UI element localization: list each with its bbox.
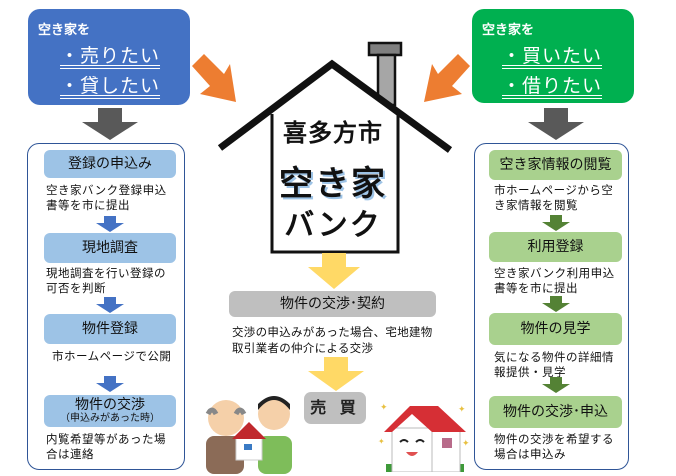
svg-text:✦: ✦ bbox=[458, 405, 466, 415]
seller-step-1: 登録の申込み bbox=[44, 150, 176, 178]
seller-step-4-subtitle: （申込みがあった時） bbox=[60, 413, 160, 424]
seller-step-3-title: 物件登録 bbox=[82, 321, 138, 337]
svg-text:✦: ✦ bbox=[378, 437, 385, 446]
svg-text:✦: ✦ bbox=[380, 403, 388, 413]
blue-down-arrow-icon bbox=[96, 376, 124, 392]
orange-arrow-icon bbox=[424, 54, 470, 102]
blue-down-arrow-icon bbox=[96, 216, 124, 232]
yellow-down-arrow-icon bbox=[308, 253, 360, 289]
buyer-step-4: 物件の交渉･申込 bbox=[489, 396, 622, 428]
seller-callout: 空き家を ・売りたい ・貸したい bbox=[28, 9, 190, 105]
buyer-callout-lead: 空き家を bbox=[482, 23, 535, 38]
buyer-step-1-desc: 市ホームページから空き家情報を閲覧 bbox=[494, 183, 614, 212]
seller-callout-lead: 空き家を bbox=[38, 23, 91, 38]
gray-down-arrow-icon bbox=[82, 108, 138, 140]
seller-step-3: 物件登録 bbox=[44, 314, 176, 344]
yellow-down-arrow-icon bbox=[308, 357, 364, 391]
buyer-step-2-title: 利用登録 bbox=[527, 239, 584, 255]
seller-step-3-desc: 市ホームページで公開 bbox=[52, 349, 172, 363]
people-handover-illustration bbox=[205, 396, 292, 474]
orange-arrow-icon bbox=[192, 54, 236, 102]
green-down-arrow-icon bbox=[542, 215, 570, 231]
buyer-step-3-title: 物件の見学 bbox=[520, 321, 591, 337]
center-step-negotiation: 物件の交渉･契約 bbox=[229, 291, 436, 317]
buyer-option-buy: ・買いたい bbox=[502, 45, 603, 67]
blue-down-arrow-icon bbox=[96, 297, 124, 313]
buyer-step-2-desc: 空き家バンク利用申込書等を市に提出 bbox=[494, 266, 615, 295]
gray-down-arrow-icon bbox=[528, 108, 584, 140]
city-name: 喜多方市 bbox=[283, 119, 383, 147]
seller-option-lend: ・貸したい bbox=[60, 75, 161, 97]
seller-step-2-desc: 現地調査を行い登録の可否を判断 bbox=[46, 266, 166, 295]
green-down-arrow-icon bbox=[542, 377, 570, 393]
house-outline-icon bbox=[217, 41, 452, 254]
buyer-step-1-title: 空き家情報の閲覧 bbox=[499, 157, 612, 173]
seller-step-1-desc: 空き家バンク登録申込書等を市に提出 bbox=[46, 183, 167, 212]
buyer-step-1: 空き家情報の閲覧 bbox=[489, 150, 622, 180]
sale-label: 売 買 bbox=[304, 392, 366, 424]
buyer-step-4-desc: 物件の交渉を希望する場合は申込み bbox=[494, 432, 614, 461]
buyer-option-rent: ・借りたい bbox=[502, 75, 603, 97]
seller-option-sell: ・売りたい bbox=[60, 45, 161, 67]
buyer-step-4-title: 物件の交渉･申込 bbox=[503, 404, 608, 420]
seller-step-4-title: 物件の交渉 bbox=[75, 397, 145, 413]
center-title-bank: バンク bbox=[284, 208, 382, 243]
buyer-step-2: 利用登録 bbox=[489, 232, 622, 262]
buyer-step-3: 物件の見学 bbox=[489, 313, 622, 345]
svg-text:✦: ✦ bbox=[462, 439, 470, 449]
seller-step-2-title: 現地調査 bbox=[82, 240, 138, 256]
seller-step-1-title: 登録の申込み bbox=[68, 156, 152, 172]
buyer-step-3-desc: 気になる物件の詳細情報提供・見学 bbox=[494, 350, 614, 379]
seller-step-2: 現地調査 bbox=[44, 233, 176, 263]
green-down-arrow-icon bbox=[542, 296, 570, 312]
buyer-callout: 空き家を ・買いたい ・借りたい bbox=[472, 9, 634, 103]
seller-step-4-desc: 内覧希望等があった場合は連絡 bbox=[46, 432, 166, 461]
center-title-akiya: 空き家 bbox=[279, 164, 387, 204]
center-step-desc: 交渉の申込みがあった場合、宅地建物 取引業者の仲介による交渉 bbox=[232, 325, 433, 355]
seller-step-4: 物件の交渉 （申込みがあった時） bbox=[44, 395, 176, 427]
smiling-house-illustration: ✦ ✦ ✦ ✦ bbox=[378, 403, 470, 472]
